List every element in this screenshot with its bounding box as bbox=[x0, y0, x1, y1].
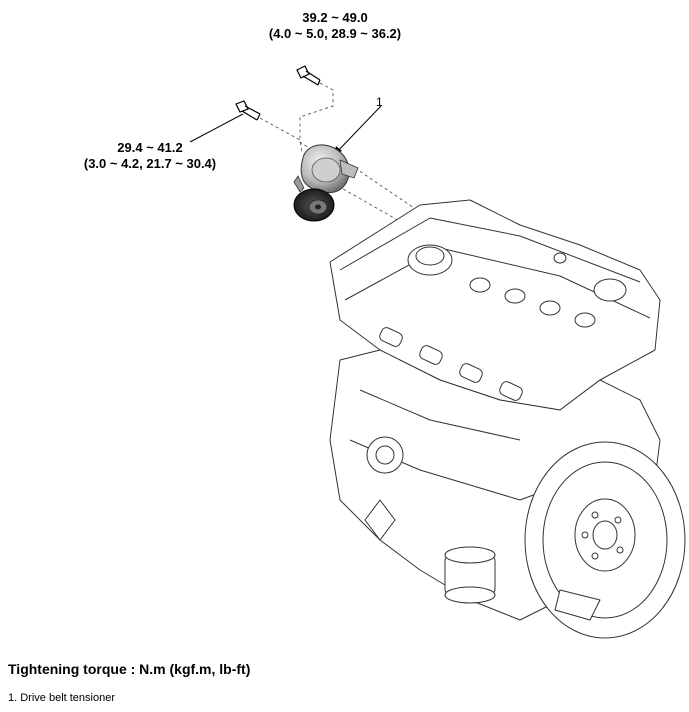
left-torque-units: (3.0 ~ 4.2, 21.7 ~ 30.4) bbox=[83, 156, 217, 171]
callout-leader bbox=[333, 105, 382, 156]
left-bolt-icon bbox=[235, 100, 261, 121]
assembly-lines bbox=[259, 82, 421, 227]
left-torque-leader bbox=[189, 113, 244, 143]
top-torque-label: 39.2 ~ 49.0 (4.0 ~ 5.0, 28.9 ~ 36.2) bbox=[255, 10, 415, 42]
top-torque-value: 39.2 ~ 49.0 bbox=[302, 10, 368, 25]
legend-item: 1. Drive belt tensioner bbox=[8, 692, 115, 704]
left-torque-label: 29.4 ~ 41.2 (3.0 ~ 4.2, 21.7 ~ 30.4) bbox=[72, 140, 228, 172]
caption-title: Tightening torque : N.m (kgf.m, lb-ft) bbox=[8, 661, 251, 677]
top-bolt-icon bbox=[296, 65, 321, 86]
left-torque-value: 29.4 ~ 41.2 bbox=[117, 140, 183, 155]
top-torque-units: (4.0 ~ 5.0, 28.9 ~ 36.2) bbox=[268, 26, 402, 41]
callout-number: 1 bbox=[376, 95, 383, 109]
engine-block bbox=[329, 199, 686, 639]
drive-belt-tensioner bbox=[293, 144, 359, 222]
